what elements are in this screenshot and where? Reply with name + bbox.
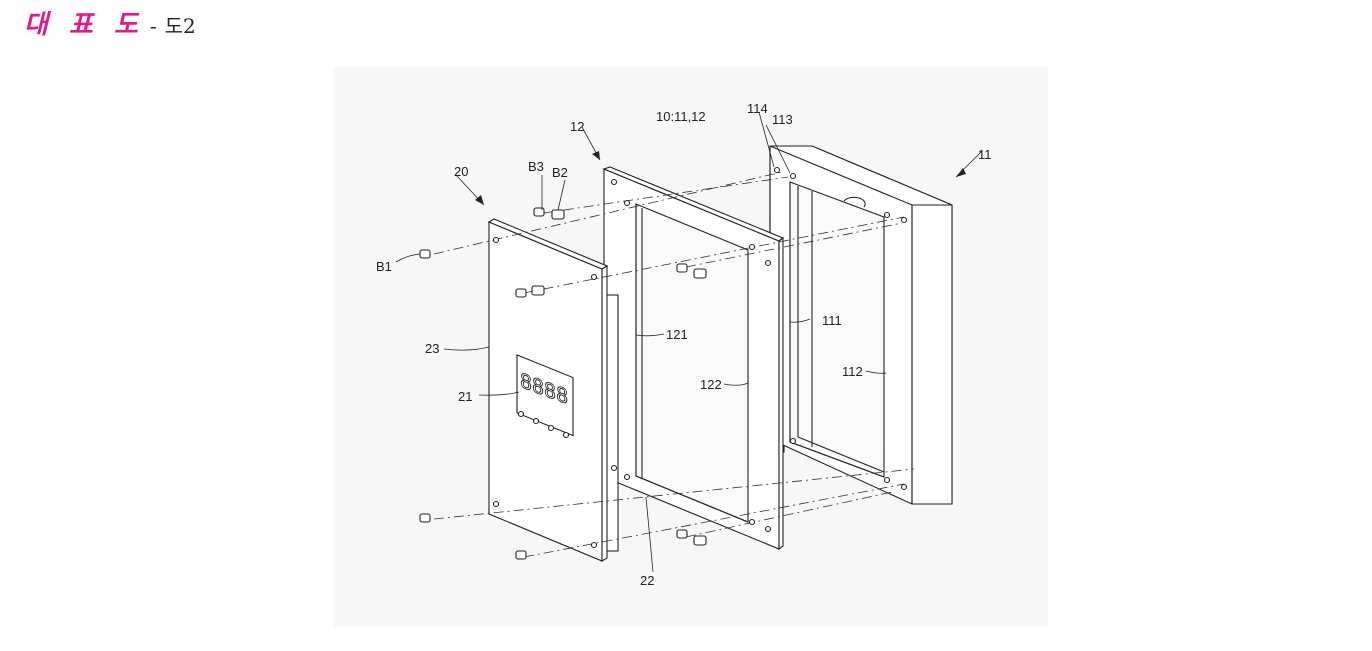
page-header: 대 표 도 - 도2 [24, 4, 196, 44]
label-11: 11 [978, 147, 992, 162]
label-112: 112 [842, 364, 863, 379]
exploded-view-drawing: 10:11,12 11 12 20 21 22 23 111 112 113 1… [334, 67, 1048, 627]
label-121: 121 [666, 327, 688, 342]
housing-frame-11 [770, 146, 952, 504]
title-separator: - [150, 14, 157, 38]
label-b3: B3 [528, 159, 544, 174]
label-122: 122 [700, 377, 722, 392]
label-12: 12 [570, 119, 584, 134]
label-21: 21 [458, 389, 472, 404]
figure-reference: 도2 [165, 10, 196, 39]
label-111: 111 [822, 313, 842, 328]
label-23: 23 [425, 341, 439, 356]
label-20: 20 [454, 164, 468, 179]
representative-drawing-title: 대 표 도 [24, 4, 144, 41]
label-22: 22 [640, 573, 654, 588]
label-114: 114 [747, 101, 768, 116]
label-113: 113 [772, 112, 793, 127]
label-b2: B2 [552, 165, 568, 180]
patent-drawing: 10:11,12 11 12 20 21 22 23 111 112 113 1… [334, 67, 1048, 627]
label-group-10: 10:11,12 [656, 109, 706, 124]
label-b1: B1 [376, 259, 392, 274]
